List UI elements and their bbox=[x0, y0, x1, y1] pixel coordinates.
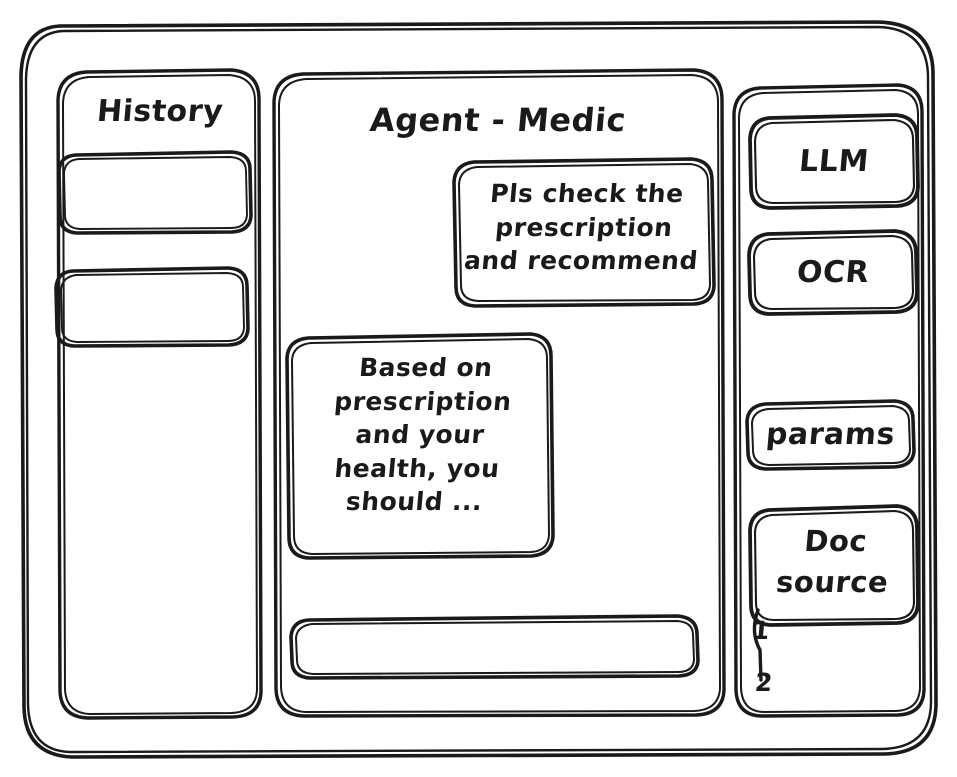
sidebar-item-history-1[interactable] bbox=[59, 152, 251, 233]
message-input[interactable] bbox=[291, 616, 698, 678]
assistant-message-text: Based on prescription and your health, y… bbox=[333, 353, 513, 516]
doc-source-item-2[interactable]: 2 bbox=[753, 668, 775, 697]
params-button[interactable]: params bbox=[747, 401, 914, 469]
page-title: Agent - Medic bbox=[368, 101, 628, 139]
ocr-button[interactable]: OCR bbox=[749, 231, 917, 314]
message-bubble-assistant: Based on prescription and your health, y… bbox=[287, 334, 553, 558]
user-message-text: Pls check the prescription and recommend bbox=[462, 179, 700, 275]
ocr-button-label: OCR bbox=[795, 255, 871, 290]
message-bubble-user: Pls check the prescription and recommend bbox=[454, 159, 714, 306]
params-button-label: params bbox=[764, 417, 897, 452]
history-panel-title: History bbox=[95, 94, 225, 129]
doc-source-label: Doc source bbox=[774, 524, 890, 600]
doc-source-panel[interactable]: Doc source bbox=[750, 506, 918, 625]
llm-button[interactable]: LLM bbox=[750, 115, 918, 208]
sidebar-item-history-2[interactable] bbox=[56, 268, 248, 346]
doc-source-item-1[interactable]: 1 bbox=[750, 616, 772, 645]
llm-button-label: LLM bbox=[797, 144, 871, 179]
